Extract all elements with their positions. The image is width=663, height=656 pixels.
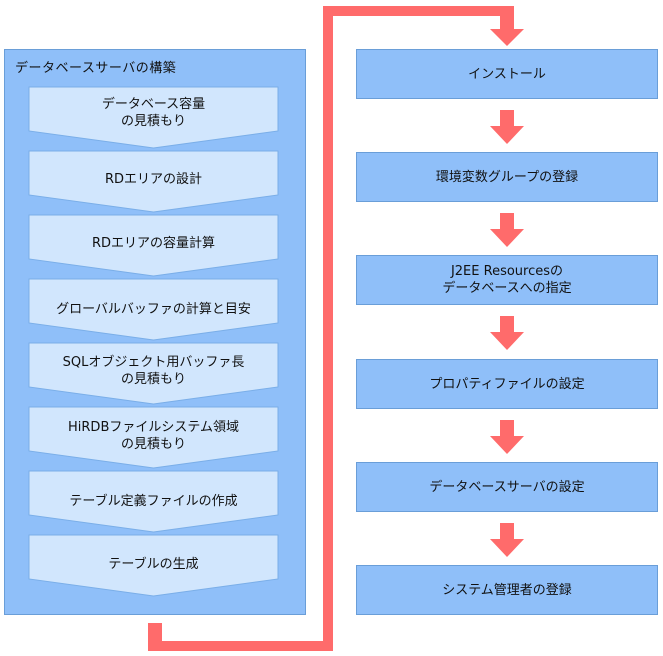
down-arrow-icon bbox=[490, 420, 524, 454]
chevron-shape bbox=[28, 86, 279, 149]
down-arrow-icon bbox=[490, 316, 524, 350]
step-label: グローバルバッファの計算と目安 bbox=[56, 302, 251, 317]
step-db-server-setting: データベースサーバの設定 bbox=[356, 462, 658, 512]
down-arrow-icon bbox=[490, 523, 524, 557]
step-label: データベース容量 の見積もり bbox=[101, 97, 206, 129]
step-label: RDエリアの設計 bbox=[104, 172, 203, 187]
chevron-shape bbox=[28, 406, 279, 469]
step-label: RDエリアの容量計算 bbox=[91, 236, 216, 251]
step-label: SQLオブジェクト用バッファ長 の見積もり bbox=[62, 355, 245, 387]
step-rdarea-capacity: RDエリアの容量計算 bbox=[28, 214, 279, 278]
step-rdarea-design: RDエリアの設計 bbox=[28, 150, 279, 214]
step-property-file: プロパティファイルの設定 bbox=[356, 359, 658, 409]
step-env-var-group: 環境変数グループの登録 bbox=[356, 152, 658, 202]
step-label: テーブル定義ファイルの作成 bbox=[69, 494, 238, 509]
panel-title: データベースサーバの構築 bbox=[15, 61, 177, 76]
step-hirdb-filesystem: HiRDBファイルシステム領域 の見積もり bbox=[28, 406, 279, 470]
step-sql-object-buffer: SQLオブジェクト用バッファ長 の見積もり bbox=[28, 342, 279, 406]
step-j2ee-resources: J2EE Resourcesの データベースへの指定 bbox=[356, 255, 658, 305]
chevron-shape bbox=[28, 214, 279, 277]
step-capacity-estimate: データベース容量 の見積もり bbox=[28, 86, 279, 150]
step-install: インストール bbox=[356, 49, 658, 99]
step-label: HiRDBファイルシステム領域 の見積もり bbox=[68, 420, 239, 452]
chevron-shape bbox=[28, 278, 279, 341]
chevron-shape bbox=[28, 470, 279, 533]
step-table-generation: テーブルの生成 bbox=[28, 534, 279, 598]
chevron-shape bbox=[28, 150, 279, 213]
down-arrow-icon bbox=[490, 213, 524, 247]
step-sysadmin-register: システム管理者の登録 bbox=[356, 565, 658, 615]
chevron-shape bbox=[28, 534, 279, 597]
step-global-buffer: グローバルバッファの計算と目安 bbox=[28, 278, 279, 342]
step-table-definition: テーブル定義ファイルの作成 bbox=[28, 470, 279, 534]
chevron-shape bbox=[28, 342, 279, 405]
down-arrow-icon bbox=[490, 110, 524, 144]
step-label: テーブルの生成 bbox=[108, 557, 199, 572]
